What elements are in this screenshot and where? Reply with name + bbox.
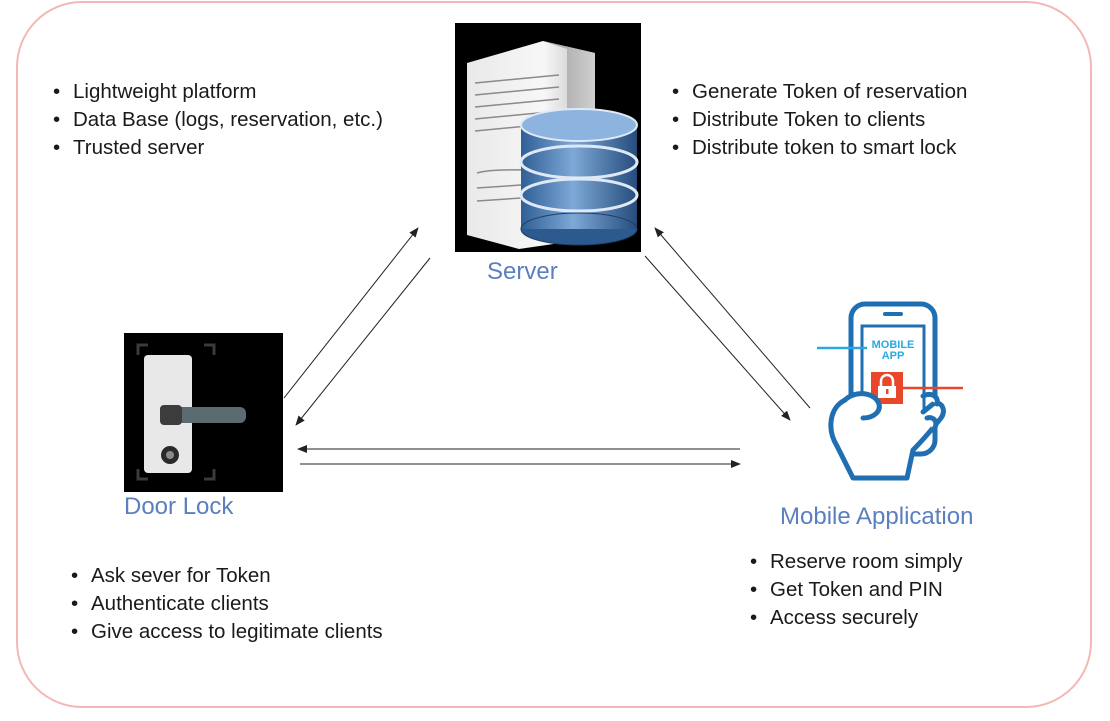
bullet-item: Give access to legitimate clients bbox=[69, 618, 383, 646]
server-right-bullets: Generate Token of reservation Distribute… bbox=[670, 78, 967, 162]
bullet-item: Generate Token of reservation bbox=[670, 78, 967, 106]
bullet-item: Distribute Token to clients bbox=[670, 106, 967, 134]
arrow-doorlock-to-server bbox=[283, 227, 419, 399]
phone-text-app: APP bbox=[882, 350, 905, 362]
bullet-item: Lightweight platform bbox=[51, 78, 383, 106]
diagram-frame bbox=[16, 1, 1092, 708]
bullet-item: Access securely bbox=[748, 604, 963, 632]
bullet-item: Distribute token to smart lock bbox=[670, 134, 967, 162]
bullet-item: Authenticate clients bbox=[69, 590, 383, 618]
door-lock-bullets: Ask sever for Token Authenticate clients… bbox=[69, 562, 383, 646]
arrow-server-to-mobile bbox=[644, 255, 791, 421]
bullet-item: Ask sever for Token bbox=[69, 562, 383, 590]
mobile-app-bullets: Reserve room simply Get Token and PIN Ac… bbox=[748, 548, 963, 632]
bullet-item: Trusted server bbox=[51, 134, 383, 162]
mobile-app-icon: MOBILE APP bbox=[815, 300, 965, 485]
phone-text-mobile: MOBILE bbox=[872, 339, 915, 351]
server-left-bullets: Lightweight platform Data Base (logs, re… bbox=[51, 78, 383, 162]
mobile-app-label: Mobile Application bbox=[780, 503, 974, 530]
bullet-item: Data Base (logs, reservation, etc.) bbox=[51, 106, 383, 134]
server-label: Server bbox=[487, 258, 558, 285]
bullet-item: Reserve room simply bbox=[748, 548, 963, 576]
door-lock-icon bbox=[124, 333, 283, 492]
bullet-item: Get Token and PIN bbox=[748, 576, 963, 604]
door-lock-label: Door Lock bbox=[124, 493, 234, 520]
arrow-server-to-doorlock bbox=[295, 257, 431, 426]
arrow-mobile-to-server bbox=[654, 227, 811, 409]
server-database-icon bbox=[455, 23, 641, 252]
